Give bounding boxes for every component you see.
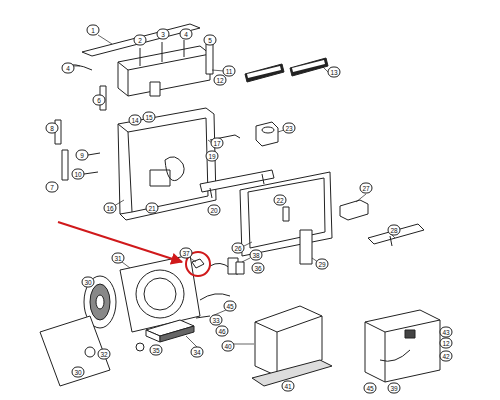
callout-number: 13 [328,67,341,78]
callout-number: 21 [146,203,159,214]
callout-number: 27 [360,183,373,194]
callout-number: 3 [157,29,170,40]
blower-housing [120,255,200,332]
callout-number: 45 [364,383,377,394]
callout-number: 7 [46,182,59,193]
callout-number: 26 [232,243,245,254]
callout-number: 4 [180,29,193,40]
small-disk [136,343,144,351]
callout-number: 2 [134,35,147,46]
bracket-part [62,150,68,180]
callout-number: 43 [440,327,453,338]
callout-number: 12 [440,338,453,349]
callout-number: 12 [214,75,227,86]
callout-number: 28 [388,225,401,236]
callout-number: 33 [210,315,223,326]
upper-frame [118,46,210,96]
small-box [340,200,368,220]
strip [300,230,312,264]
callout-number: 31 [112,253,125,264]
callout-number: 15 [143,112,156,123]
callout-number: 17 [211,138,224,149]
frame-opening [128,118,208,212]
callout-number: 34 [191,347,204,358]
callout-number: 19 [206,151,219,162]
plate [290,58,328,76]
callout-number: 46 [216,326,229,337]
callout-number: 36 [252,263,265,274]
callout-number: 8 [46,123,59,134]
plate [245,64,284,82]
callout-number: 6 [93,95,106,106]
callout-number: 45 [224,301,237,312]
callout-number: 42 [440,351,453,362]
callout-number: 9 [76,150,89,161]
callout-number: 35 [150,345,163,356]
callout-number: 41 [282,381,295,392]
main-frame [118,108,216,220]
callout-number: 10 [72,169,85,180]
motor-mount [256,122,278,146]
small-disk [85,347,95,357]
side-bracket [206,44,213,74]
callout-number: 30 [82,277,95,288]
switch-housing [365,310,440,382]
callout-number: 37 [180,248,193,259]
callout-number: 30 [72,367,85,378]
callout-number: 23 [283,123,296,134]
callout-number: 32 [98,349,111,360]
callout-number: 4 [62,63,75,74]
bracket-part [368,224,424,244]
callout-number: 16 [104,203,117,214]
callout-number: 22 [274,195,287,206]
callout-number: 20 [208,205,221,216]
callout-number: 39 [388,383,401,394]
callout-number: 29 [316,259,329,270]
leader-lines [72,35,395,348]
callout-number: 5 [204,35,217,46]
callout-number: 14 [129,115,142,126]
cover-panel [40,316,110,386]
bracket-part [150,82,160,96]
callout-number: 40 [222,341,235,352]
front-panel [240,172,332,256]
callout-number: 38 [250,250,263,261]
callout-number: 1 [87,25,100,36]
